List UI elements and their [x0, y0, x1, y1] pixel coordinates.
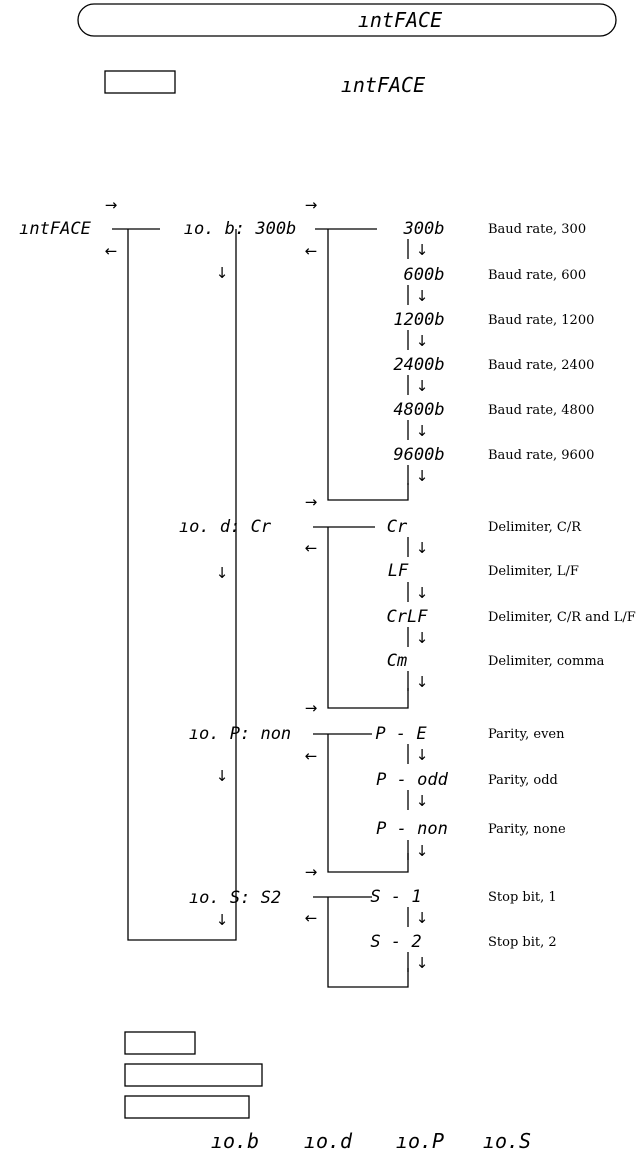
down-arrow-icon: ↓ [416, 792, 429, 810]
down-arrow-icon: ↓ [416, 241, 429, 259]
left-arrow-icon: ← [305, 539, 318, 557]
option-description: Delimiter, C/R [488, 520, 582, 535]
down-arrow-icon: ↓ [216, 264, 229, 282]
option-display: S - 2 [370, 932, 421, 952]
footer-code: ıo.b [211, 1129, 259, 1153]
down-arrow-icon: ↓ [416, 287, 429, 305]
option-display: 1200b [393, 310, 444, 330]
down-arrow-icon: ↓ [416, 584, 429, 602]
option-loop-line [327, 527, 409, 709]
option-description: Baud rate, 300 [488, 222, 586, 237]
root-loop-line [127, 229, 237, 941]
option-display: 9600b [393, 445, 444, 465]
down-arrow-icon: ↓ [416, 673, 429, 691]
down-arrow-icon: ↓ [416, 539, 429, 557]
left-arrow-icon: ← [105, 242, 118, 260]
option-description: Delimiter, comma [488, 654, 605, 669]
left-arrow-icon: ← [305, 242, 318, 260]
down-arrow-icon: ↓ [216, 564, 229, 582]
option-description: Stop bit, 2 [488, 935, 557, 950]
option-display: P - odd [376, 770, 448, 790]
option-loop-line [327, 229, 409, 501]
group-stop-bit: ıo. S: S2 ← ↓ S - 1 Stop bit, 1 ↓ S - 2 … [189, 887, 557, 988]
footer-code: ıo.d [304, 1129, 353, 1153]
right-arrow-icon: → [305, 863, 318, 881]
group-delimiter: ıo. d: Cr ← ↓ → Cr Delimiter, C/R ↓ LF D… [179, 517, 636, 717]
title-banner [77, 3, 617, 37]
footer-key-box [124, 1063, 263, 1087]
option-description: Baud rate, 9600 [488, 448, 594, 463]
group-baud: ıo. b: 300b → ← ↓ → 300b Baud rate, 300 … [184, 196, 595, 511]
option-display: LF [388, 561, 409, 581]
down-arrow-icon: ↓ [416, 377, 429, 395]
group-key-label: ıo. d: Cr [179, 517, 272, 537]
down-arrow-icon: ↓ [416, 909, 429, 927]
down-arrow-icon: ↓ [416, 629, 429, 647]
down-arrow-icon: ↓ [416, 332, 429, 350]
right-arrow-icon: → [305, 196, 318, 214]
option-display: Cm [387, 651, 407, 671]
footer-code: ıo.S [483, 1129, 531, 1153]
option-display: 4800b [393, 400, 444, 420]
down-arrow-icon: ↓ [216, 767, 229, 785]
footer-key-box [124, 1095, 250, 1119]
option-loop-line [327, 734, 409, 873]
option-display: P - E [375, 724, 427, 744]
option-display: Cr [387, 517, 408, 537]
intro-key-box [104, 70, 176, 94]
option-display: S - 1 [370, 887, 421, 907]
down-arrow-icon: ↓ [416, 954, 429, 972]
menu-root-label: ıntFACE [19, 219, 91, 239]
option-display: P - non [376, 819, 448, 839]
option-display: 300b [403, 219, 445, 239]
option-display: 2400b [393, 355, 444, 375]
option-display: CrLF [387, 607, 429, 627]
group-key-label: ıo. P: non [189, 724, 291, 744]
option-loop-line [327, 897, 409, 988]
down-arrow-icon: ↓ [416, 842, 429, 860]
right-arrow-icon: → [305, 493, 318, 511]
option-description: Parity, even [488, 727, 565, 742]
option-description: Baud rate, 4800 [488, 403, 594, 418]
intro-label: ıntFACE [341, 73, 425, 97]
title-text: ıntFACE [358, 8, 442, 32]
option-description: Baud rate, 2400 [488, 358, 594, 373]
group-key-label: ıo. S: S2 [189, 888, 281, 908]
down-arrow-icon: ↓ [416, 746, 429, 764]
option-description: Parity, none [488, 822, 566, 837]
down-arrow-icon: ↓ [416, 467, 429, 485]
option-description: Baud rate, 600 [488, 268, 586, 283]
footer-key-box [124, 1031, 196, 1055]
down-arrow-icon: ↓ [416, 422, 429, 440]
group-parity: ıo. P: non ← ↓ → P - E Parity, even ↓ P … [189, 724, 566, 881]
option-description: Delimiter, C/R and L/F [488, 610, 636, 625]
down-arrow-icon: ↓ [216, 911, 229, 929]
right-arrow-icon: → [105, 196, 118, 214]
option-description: Delimiter, L/F [488, 564, 579, 579]
right-arrow-icon: → [305, 699, 318, 717]
option-description: Parity, odd [488, 773, 558, 788]
option-description: Baud rate, 1200 [488, 313, 594, 328]
left-arrow-icon: ← [305, 747, 318, 765]
left-arrow-icon: ← [305, 909, 318, 927]
option-description: Stop bit, 1 [488, 890, 557, 905]
footer-code: ıo.P [396, 1129, 444, 1153]
group-key-label: ıo. b: 300b [184, 219, 297, 239]
option-display: 600b [404, 265, 445, 285]
